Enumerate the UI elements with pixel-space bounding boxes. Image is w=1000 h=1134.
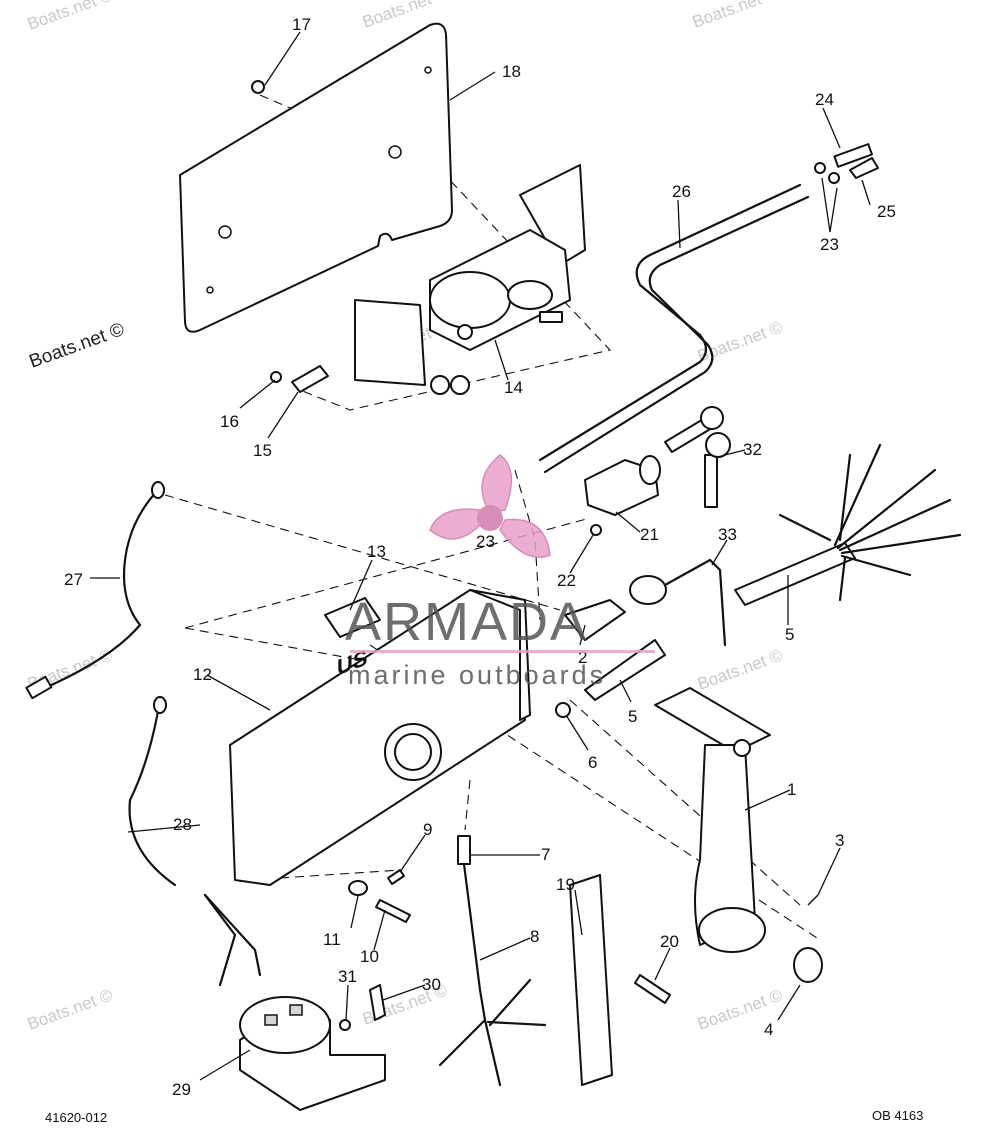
pin-24: [833, 143, 873, 168]
callout-4: 4: [764, 1020, 773, 1039]
nut-23b: [828, 172, 840, 184]
nut-31: [339, 1019, 351, 1031]
warning-horn: [239, 996, 386, 1111]
callout-29: 29: [172, 1080, 191, 1099]
logo-underline: [350, 650, 655, 653]
callout-15: 15: [253, 441, 272, 460]
callout-14: 14: [504, 378, 523, 397]
callout-13: 13: [367, 542, 386, 561]
callout-23-top: 23: [820, 235, 839, 254]
callout-26: 26: [672, 182, 691, 201]
screw-17: [251, 80, 265, 94]
mounting-plate: [179, 22, 453, 333]
callout-19: 19: [556, 875, 575, 894]
logo-tagline: marine outboards: [348, 660, 606, 690]
clip-13: [324, 597, 381, 638]
callout-17: 17: [292, 15, 311, 34]
callout-5-middle: 5: [628, 707, 637, 726]
clip-25: [849, 157, 879, 179]
callout-8: 8: [530, 927, 539, 946]
lanyard: [629, 558, 727, 647]
logo-wordmark: ARMADA: [345, 592, 588, 652]
callout-30: 30: [422, 975, 441, 994]
pin-3: [807, 894, 819, 906]
wire-harness: [734, 443, 962, 606]
nut-22: [590, 524, 602, 536]
terminal-block-19: [569, 874, 613, 1086]
control-box: US: [229, 589, 531, 886]
screw-20: [634, 974, 671, 1004]
bracket-15: [291, 365, 329, 393]
ignition-switch: [584, 455, 661, 516]
drawing-number-right: OB 4163: [872, 1108, 923, 1123]
callout-22: 22: [557, 571, 576, 590]
nut-6: [555, 702, 571, 718]
watermark: Boats.net ©: [25, 0, 116, 34]
callout-32: 32: [743, 440, 762, 459]
leader-lines: [90, 31, 871, 1081]
callout-numbers: 17 18 24 25 23 26 14 16 15 32 21 23 22 3…: [64, 15, 896, 1099]
cap-4: [793, 947, 823, 983]
washer-11: [348, 880, 368, 896]
watermark: Boats.net ©: [25, 985, 116, 1033]
callout-11: 11: [323, 930, 341, 949]
callout-12: 12: [193, 665, 212, 684]
callout-24: 24: [815, 90, 834, 109]
wire-lead-28: [128, 696, 262, 987]
callout-31: 31: [338, 967, 357, 986]
callout-33: 33: [718, 525, 737, 544]
drawing-number-left: 41620-012: [45, 1110, 107, 1125]
callout-2: 2: [578, 648, 587, 667]
screw-10: [375, 899, 411, 923]
screw-30: [369, 984, 386, 1021]
callout-25: 25: [877, 202, 896, 221]
screw-9: [387, 869, 405, 885]
callout-16: 16: [220, 412, 239, 431]
watermark: Boats.net ©: [690, 0, 781, 32]
propeller-icon: [429, 454, 551, 558]
nut-16: [270, 371, 282, 383]
control-mechanism: [354, 164, 586, 395]
switch-2: [564, 599, 626, 641]
callout-28: 28: [173, 815, 192, 834]
control-cables: [538, 183, 810, 474]
callout-5-right: 5: [785, 625, 794, 644]
callout-6: 6: [588, 753, 597, 772]
harness-7-8: [438, 835, 547, 1087]
callout-23-middle: 23: [476, 532, 495, 551]
watermark-large: Boats.net ©: [27, 319, 128, 373]
sleeve-5: [584, 639, 666, 701]
watermark: Boats.net ©: [695, 317, 786, 365]
armada-logo: ARMADA marine outboards: [345, 454, 655, 690]
callout-27: 27: [64, 570, 83, 589]
callout-21: 21: [640, 525, 659, 544]
callout-18: 18: [502, 62, 521, 81]
nut-23: [814, 162, 826, 174]
control-handle: [654, 687, 771, 953]
callout-10: 10: [360, 947, 379, 966]
callout-7: 7: [541, 845, 550, 864]
callout-9: 9: [423, 820, 432, 839]
callout-1: 1: [787, 780, 796, 799]
watermark: Boats.net ©: [695, 645, 786, 693]
callout-3: 3: [835, 831, 844, 850]
keys: [664, 406, 731, 508]
callout-20: 20: [660, 932, 679, 951]
wire-lead-27: [25, 481, 165, 700]
